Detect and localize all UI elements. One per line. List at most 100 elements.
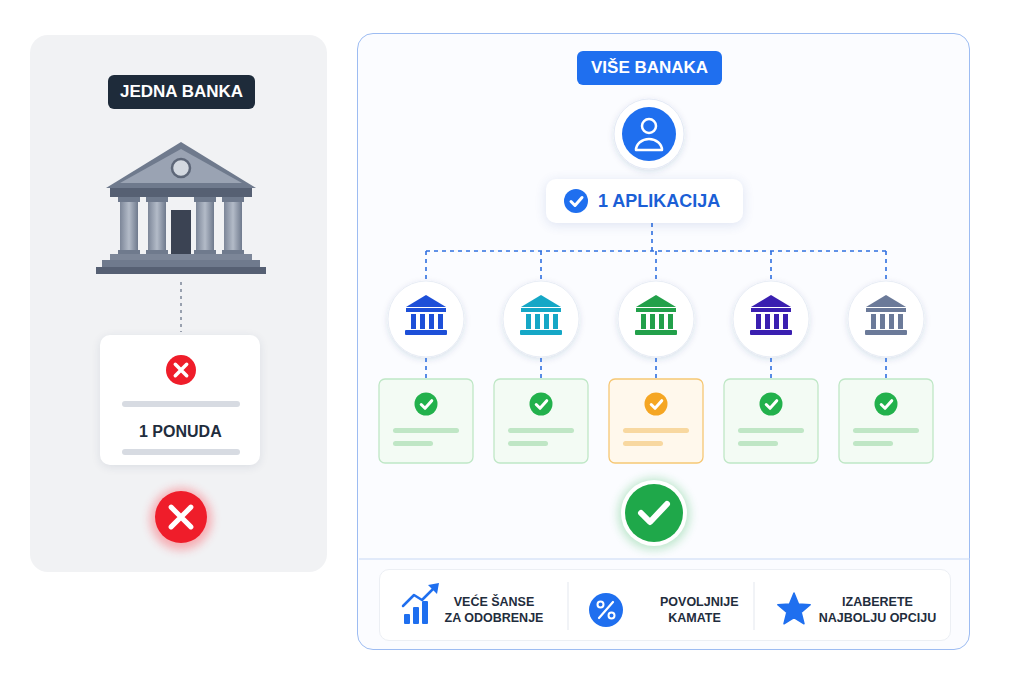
bank-medallion — [172, 159, 190, 177]
bank-badge — [388, 281, 464, 357]
bank-column — [765, 314, 770, 329]
bank-column — [641, 314, 646, 329]
placeholder-line — [122, 449, 240, 455]
placeholder-line — [508, 428, 574, 433]
check-mark — [766, 401, 777, 409]
column-capital — [222, 197, 244, 202]
panel-heading: JEDNA BANKA — [108, 75, 255, 109]
bank-beam — [866, 308, 906, 312]
chart-bar — [404, 614, 410, 624]
bank-column — [544, 314, 549, 329]
avatar-body — [636, 139, 662, 150]
bank-step — [102, 260, 260, 267]
dashed-connector — [426, 250, 886, 252]
bank-pediment — [120, 149, 242, 183]
bank-column — [774, 314, 779, 329]
bank-column — [120, 202, 138, 252]
bank-column — [429, 314, 434, 329]
dashed-connector — [885, 251, 887, 280]
benefit-strip: VEĆE ŠANSE ZA ODOBRENJEPOVOLJNIJE KAMATE… — [379, 569, 951, 641]
panel-heading: VIŠE BANAKA — [577, 51, 722, 85]
chart-bar — [413, 607, 419, 624]
percent-badge — [589, 593, 623, 627]
bank-column — [535, 314, 540, 329]
column-base — [194, 250, 216, 254]
column-capital — [118, 197, 140, 202]
placeholder-line — [853, 441, 893, 446]
bank-column — [898, 314, 903, 329]
dashed-connector — [425, 251, 427, 280]
dashed-connector — [651, 223, 653, 251]
bank-column — [889, 314, 894, 329]
dashed-connector — [180, 282, 182, 332]
column-capital — [146, 197, 168, 202]
application-box: 1 APLIKACIJA — [546, 179, 743, 223]
dashed-connector — [540, 358, 542, 378]
dashed-connector — [540, 251, 542, 280]
glow — [618, 478, 690, 550]
bank-column — [880, 314, 885, 329]
check-badge — [564, 189, 588, 213]
bank-base — [750, 330, 792, 335]
check-mark — [881, 401, 892, 409]
placeholder-line — [623, 441, 663, 446]
dashed-connector — [655, 251, 657, 280]
bank-beam — [636, 308, 676, 312]
cross-badge — [166, 355, 196, 385]
placeholder-line — [623, 428, 689, 433]
offer-card — [379, 379, 473, 463]
check-mark — [571, 198, 582, 206]
cross-mark — [171, 507, 191, 527]
glow — [150, 488, 212, 550]
offer-card — [494, 379, 588, 463]
bank-base — [520, 330, 562, 335]
bank-column — [756, 314, 761, 329]
avatar-badge — [622, 107, 676, 161]
bank-base — [635, 330, 677, 335]
check-badge — [875, 393, 898, 416]
chart-bar — [422, 601, 428, 624]
benefit-label: VEĆE ŠANSE ZA ODOBRENJE — [444, 594, 544, 626]
bank-column — [526, 314, 531, 329]
star-icon — [778, 593, 810, 624]
bank-column — [438, 314, 443, 329]
bank-roof — [636, 295, 676, 307]
bank-roof — [751, 295, 791, 307]
dashed-connector — [655, 358, 657, 378]
dashed-connector — [770, 358, 772, 378]
bank-beam — [521, 308, 561, 312]
bank-roof — [106, 142, 256, 188]
bank-roof — [521, 295, 561, 307]
dashed-connector — [770, 251, 772, 280]
bank-beam — [751, 308, 791, 312]
bank-step — [96, 267, 266, 274]
check-badge — [530, 393, 553, 416]
check-mark — [641, 504, 667, 522]
divider-line — [568, 582, 569, 630]
placeholder-line — [122, 401, 240, 407]
check-mark — [536, 401, 547, 409]
column-base — [222, 250, 244, 254]
trend-arrowhead — [428, 583, 439, 594]
bank-column — [659, 314, 664, 329]
bank-column — [668, 314, 673, 329]
offer-card — [609, 379, 703, 463]
bank-column — [420, 314, 425, 329]
percent-slash — [599, 602, 613, 618]
bank-base — [865, 330, 907, 335]
bank-column — [871, 314, 876, 329]
bank-door — [171, 210, 191, 254]
bank-column — [650, 314, 655, 329]
dashed-connector — [425, 358, 427, 378]
placeholder-line — [853, 428, 919, 433]
bank-badge — [618, 281, 694, 357]
placeholder-line — [393, 428, 459, 433]
bank-column — [148, 202, 166, 252]
bank-column — [196, 202, 214, 252]
cross-mark — [175, 364, 186, 375]
result-ring — [621, 480, 687, 546]
divider-line — [754, 582, 755, 630]
application-label: 1 APLIKACIJA — [598, 190, 720, 212]
check-badge — [625, 484, 683, 542]
